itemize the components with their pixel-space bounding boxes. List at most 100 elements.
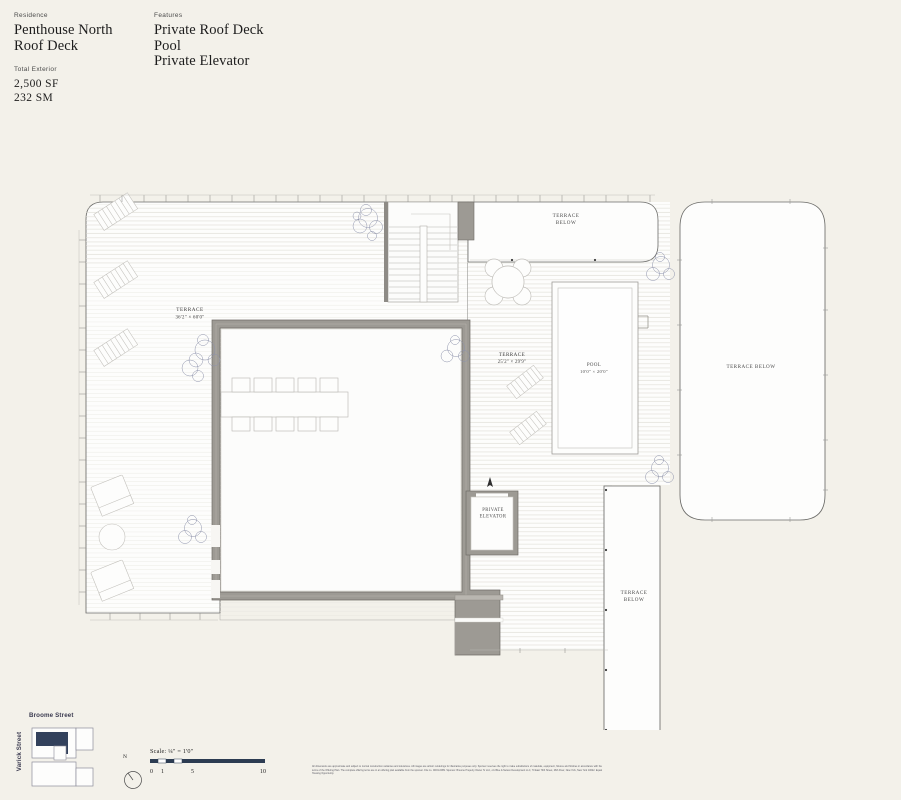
scale-seg	[150, 759, 158, 763]
planting-cluster	[181, 334, 221, 382]
terrace-main-label: TERRACE	[176, 307, 203, 313]
dim-ticks-right-terrace	[677, 199, 828, 522]
keymap-street-left: Varick Street	[16, 731, 24, 772]
keymap-block-upper-right	[75, 727, 94, 751]
scale-text: Scale: ¼" = 1'0"	[150, 748, 194, 755]
side-table	[98, 523, 126, 551]
plan-north-arrow	[487, 477, 493, 487]
legal-disclaimer: All dimensions are approximate and subje…	[312, 766, 602, 775]
keymap-street-top: Broome Street	[29, 712, 74, 719]
terrace-pool-dimensions: 25'2" × 29'9"	[498, 360, 526, 365]
dining-chair	[275, 416, 295, 432]
dining-chair	[297, 416, 317, 432]
lounge-chair	[509, 410, 547, 446]
compass-needle	[127, 772, 134, 781]
facade-openings-west	[211, 525, 220, 598]
planting-cluster	[352, 204, 383, 241]
pool-dimensions: 10'0" × 20'0"	[580, 369, 608, 374]
feature-item: Pool	[154, 37, 181, 54]
elevator-label: PRIVATE	[482, 508, 503, 513]
total-exterior-sm: 232 SM	[14, 92, 54, 104]
private-elevator: PRIVATE ELEVATOR	[465, 490, 519, 556]
terrace-below-bottom-outline	[603, 485, 661, 730]
features-list: Private Roof Deck Pool Private Elevator	[154, 22, 264, 70]
terrace-below-bottom-label: TERRACE	[621, 590, 648, 596]
dining-chair	[319, 416, 339, 432]
armchair-seat	[98, 579, 135, 602]
keymap-unit	[53, 745, 67, 761]
round-table-top	[491, 265, 525, 299]
elevator-sublabel: ELEVATOR	[480, 515, 507, 520]
scale-tick-1: 1	[161, 769, 164, 775]
dimension-ticks	[78, 194, 655, 653]
round-dining-set	[484, 258, 532, 306]
terrace-below-top-label: TERRACE	[553, 213, 580, 219]
core-inner-roof	[220, 328, 462, 592]
scale-seg	[157, 758, 167, 764]
compass-circle	[124, 771, 142, 789]
terrace-below-bottom: TERRACE BELOW	[603, 485, 661, 730]
scale-seg	[182, 759, 190, 763]
room-labels: TERRACE 36'2" × 60'0" TERRACE 25'2" × 29…	[175, 307, 526, 365]
stair-wall-left	[384, 202, 388, 302]
lounge-chair	[506, 364, 544, 400]
total-exterior-eyebrow: Total Exterior	[14, 66, 57, 73]
stair-bulkhead	[457, 201, 475, 241]
total-exterior-sf: 2,500 SF	[14, 78, 59, 90]
terrace-below-top: TERRACE BELOW	[467, 201, 659, 263]
terrace-below-bottom-sublabel: BELOW	[624, 597, 645, 603]
seating-group-southwest	[90, 474, 135, 602]
planting-cluster	[645, 455, 674, 484]
core-threshold	[454, 594, 504, 601]
building-core-walls	[211, 319, 501, 656]
scale-seg-long	[190, 759, 265, 763]
terrace-below-right-outline	[679, 201, 826, 521]
pool-water	[557, 287, 633, 449]
residence-block: Residence Penthouse North Roof Deck	[14, 12, 113, 54]
keymap-block-lower	[31, 761, 77, 787]
stair-handrail	[419, 225, 428, 303]
feature-item: Private Elevator	[154, 53, 250, 69]
terrace-below-top-outline	[467, 201, 659, 263]
terrace-below-right-label: TERRACE BELOW	[726, 364, 775, 370]
planting-cluster	[178, 515, 207, 544]
scale-seg	[166, 759, 174, 763]
dining-set	[220, 377, 349, 432]
features-eyebrow: Features	[154, 12, 183, 19]
residence-title-line2: Roof Deck	[14, 37, 79, 54]
pool-ladder-icon	[638, 315, 649, 329]
terrace-pool-label: TERRACE	[499, 353, 525, 358]
dining-chair	[275, 377, 295, 393]
pool: POOL 10'0" × 20'0"	[551, 281, 649, 455]
dining-table	[220, 391, 349, 418]
key-map: Broome Street Varick Street	[14, 712, 114, 792]
dining-chair	[253, 416, 273, 432]
features-block: Features Private Roof Deck Pool Private …	[154, 12, 264, 70]
lounge-chairs-pool	[506, 364, 547, 446]
total-exterior-block: Total Exterior 2,500 SF 232 SM	[14, 66, 59, 105]
keymap-diagram	[31, 727, 94, 787]
deck-edge-south	[219, 613, 504, 655]
dining-chair	[231, 416, 251, 432]
dim-ticks-bottom-terrace	[604, 488, 608, 730]
residence-eyebrow: Residence	[14, 12, 48, 19]
residence-title: Penthouse North Roof Deck	[14, 22, 113, 54]
scale-tick-5: 5	[191, 769, 194, 775]
scale-bar: Scale: ¼" = 1'0" 0 1 5 10 N	[120, 748, 280, 792]
terrace-below-top-sublabel: BELOW	[556, 220, 577, 226]
scale-graphic: 0 1 5 10	[150, 758, 266, 775]
north-indicator	[124, 771, 142, 789]
plantings	[178, 204, 675, 544]
feature-item: Private Roof Deck	[154, 22, 264, 38]
planting-cluster	[440, 335, 470, 363]
floorplan-drawing: TERRACE BELOW TERRACE BELOW	[0, 150, 901, 730]
scale-tick-0: 0	[150, 769, 153, 775]
roof-stair	[384, 201, 475, 303]
keymap-block-lower-right	[75, 767, 94, 787]
stair-landing	[411, 213, 451, 250]
lounge-chairs-west	[93, 192, 139, 367]
armchair-seat	[98, 494, 135, 517]
dining-chair	[253, 377, 273, 393]
planting-cluster	[646, 252, 675, 281]
